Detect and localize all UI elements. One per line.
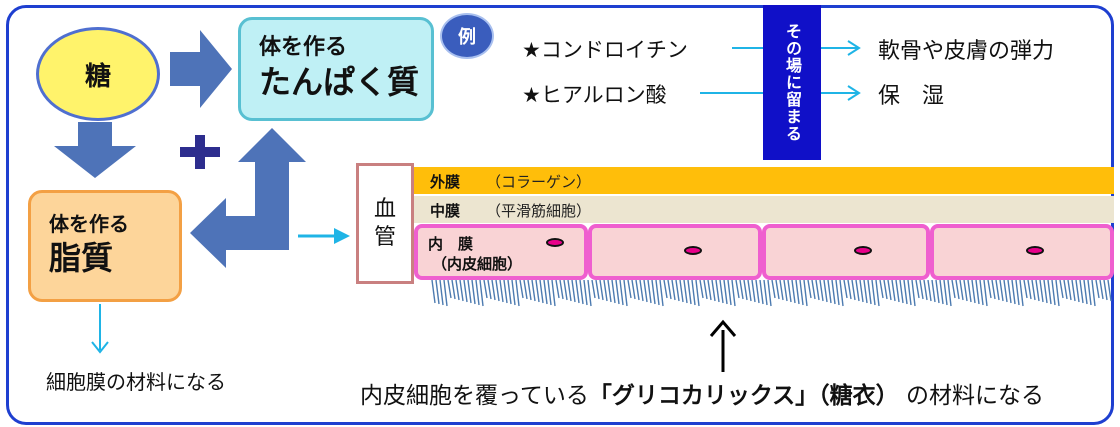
- cell-nucleus: [1026, 246, 1044, 255]
- middle-membrane-note: （平滑筋細胞）: [486, 202, 592, 220]
- example-item-chondroitin: ★コンドロイチン: [522, 38, 688, 62]
- stay-in-place-label: その場に留まる: [783, 23, 802, 142]
- cell-nucleus: [546, 238, 564, 247]
- glycocalyx-note-prefix: 内皮細胞を覆っている: [360, 383, 589, 409]
- endothelial-cell: [762, 224, 930, 280]
- glycocalyx-note-bold: 「グリコカリックス」（糖衣）: [588, 383, 899, 409]
- arrow-sugar-to-protein: [170, 30, 232, 108]
- sugar-ellipse: 糖: [36, 27, 160, 121]
- lipid-line2: 脂質: [49, 239, 114, 277]
- protein-box: 体を作る たんぱく質: [238, 17, 434, 121]
- outer-membrane-note: （コラーゲン）: [486, 173, 592, 191]
- endothelial-cell: 内 膜 （内皮細胞）: [414, 224, 588, 280]
- vessel-label-top: 血: [373, 196, 396, 222]
- arrow-up-glycocalyx: [709, 319, 737, 337]
- lipid-note: 細胞膜の材料になる: [46, 370, 226, 394]
- glycocalyx-note-suffix: の材料になる: [898, 383, 1044, 409]
- arrow-to-vessel: [334, 228, 350, 244]
- cell-nucleus: [854, 246, 872, 255]
- plus-icon: [180, 135, 220, 169]
- blood-vessel-label-box: 血 管: [356, 163, 414, 284]
- arrow-result-1: [847, 40, 861, 56]
- example-badge-label: 例: [458, 27, 476, 48]
- example-badge: 例: [440, 13, 494, 59]
- cell-nucleus: [684, 246, 702, 255]
- protein-line1: 体を作る: [259, 35, 348, 60]
- arrow-sugar-to-lipid: [54, 122, 136, 178]
- endothelial-cell: [588, 224, 762, 280]
- glycocalyx-fringe: [431, 280, 1112, 307]
- middle-membrane-layer: 中膜 （平滑筋細胞）: [414, 196, 1114, 223]
- lipid-line1: 体を作る: [49, 212, 129, 236]
- outer-membrane-layer: 外膜 （コラーゲン）: [414, 167, 1114, 194]
- protein-line2: たんぱく質: [259, 63, 420, 101]
- arrow-lipid-note: [91, 341, 109, 354]
- inner-membrane-note: （内皮細胞）: [432, 255, 523, 273]
- stay-in-place-box: その場に留まる: [763, 5, 821, 160]
- lipid-box: 体を作る 脂質: [28, 190, 182, 302]
- middle-membrane-name: 中膜: [430, 202, 461, 220]
- outer-membrane-name: 外膜: [430, 173, 461, 191]
- sugar-label: 糖: [84, 61, 111, 92]
- endothelial-cell: [930, 224, 1114, 280]
- result-moisture: 保 湿: [878, 84, 945, 109]
- result-elasticity: 軟骨や皮膚の弾力: [878, 39, 1055, 64]
- vessel-label-bottom: 管: [373, 224, 396, 250]
- inner-membrane-name: 内 膜: [428, 235, 474, 253]
- glycocalyx-note: 内皮細胞を覆っている「グリコカリックス」（糖衣） の材料になる: [360, 376, 1044, 410]
- arrow-bend-to-protein: [238, 128, 306, 245]
- arrow-result-2: [847, 85, 861, 101]
- example-item-hyaluronic-acid: ★ヒアルロン酸: [522, 83, 667, 107]
- arrow-bend-to-lipid: [190, 198, 289, 268]
